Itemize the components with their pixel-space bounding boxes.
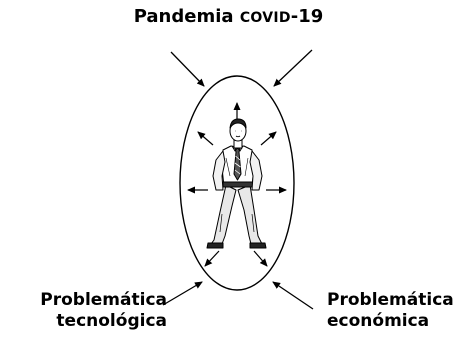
arrow-bottom-right bbox=[273, 282, 313, 309]
left-leg bbox=[211, 185, 236, 244]
arrow-top-left bbox=[171, 52, 204, 86]
arrow-bottom-left bbox=[163, 282, 202, 305]
arrow-out-lower-left bbox=[205, 251, 219, 266]
arrow-top-right bbox=[274, 50, 312, 86]
left-shoe bbox=[207, 243, 223, 248]
standing-man-illustration bbox=[207, 119, 266, 248]
right-shoe bbox=[250, 243, 266, 248]
arrow-out-upper-left bbox=[198, 132, 213, 145]
belt bbox=[223, 182, 253, 187]
right-leg bbox=[238, 185, 262, 244]
arrow-out-lower-right bbox=[254, 251, 267, 266]
arrow-out-upper-right bbox=[261, 132, 276, 145]
